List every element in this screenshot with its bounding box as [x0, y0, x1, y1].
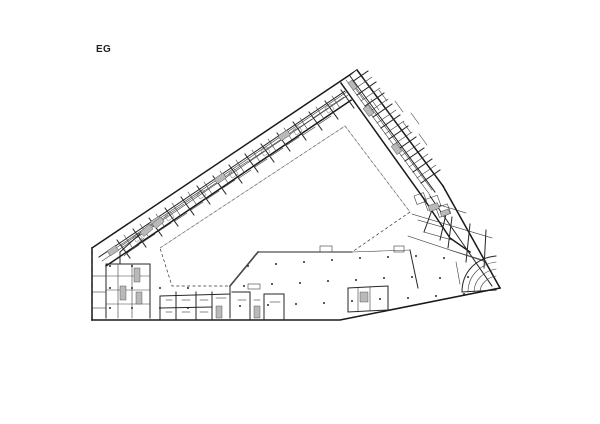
northeast-wing [339, 68, 445, 201]
unit-partitions-ne [348, 70, 441, 184]
curved-stair-se [461, 255, 497, 293]
column-grid [109, 255, 469, 309]
stair-core-hatch-east [427, 202, 451, 217]
south-strip-rooms [159, 291, 285, 321]
east-detail [417, 204, 487, 285]
hall-wall-boxes [247, 245, 405, 290]
stair-core-hatch-ne [347, 79, 403, 155]
west-entry-stair [119, 216, 165, 257]
stair-core-hatch-sw [119, 267, 143, 305]
stair-core-hatch-south [215, 305, 261, 319]
room-partitions-nw [120, 95, 345, 254]
service-boxes-nw [132, 103, 335, 243]
south-hall [91, 245, 501, 321]
courtyard-edge [159, 125, 411, 287]
room-partitions-ne [352, 76, 437, 179]
unit-partitions-nw [116, 89, 355, 259]
southwest-block [91, 216, 165, 321]
east-room-partitions [423, 209, 487, 269]
page-title: EG [96, 44, 112, 55]
east-wing [407, 184, 502, 293]
sw-room-partitions [91, 263, 151, 319]
northwest-wing [90, 68, 371, 268]
hall-block [347, 285, 389, 313]
site-outline-dashed [91, 69, 501, 321]
south-strip-detail [165, 297, 281, 313]
